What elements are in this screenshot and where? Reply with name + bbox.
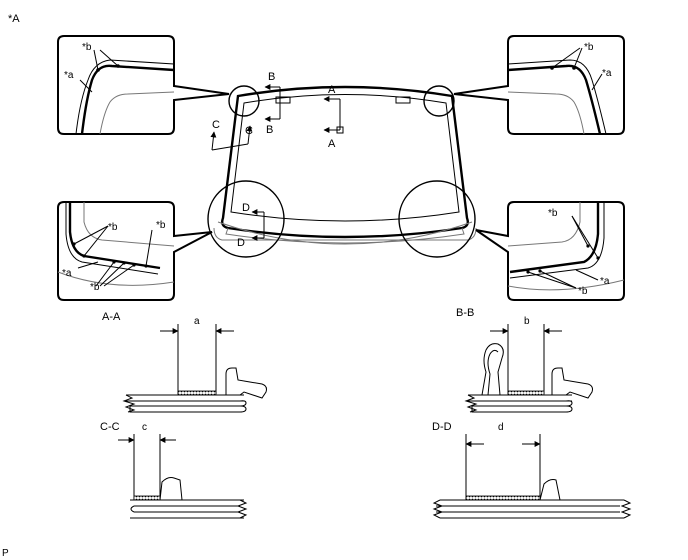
footer-code: P [2, 548, 9, 559]
svg-text:B: B [268, 71, 275, 83]
section-a-a: A-A a [102, 311, 267, 413]
svg-text:*b: *b [548, 208, 558, 219]
section-a-a-title: A-A [102, 311, 121, 323]
section-marker-c: C C [210, 119, 253, 151]
dimension-b: b [524, 316, 530, 327]
svg-text:*a: *a [64, 70, 74, 81]
section-marker-b: B B [264, 71, 281, 136]
windshield [213, 85, 477, 245]
svg-text:D: D [242, 202, 250, 214]
detail-circle-top-left [228, 85, 260, 117]
section-marker-a: A A [323, 84, 344, 150]
svg-text:*a: *a [600, 276, 610, 287]
svg-text:*b: *b [90, 282, 100, 293]
dimension-d: d [498, 422, 504, 433]
svg-text:A: A [328, 138, 336, 150]
svg-text:*a: *a [62, 268, 72, 279]
svg-text:*a: *a [602, 68, 612, 79]
detail-circle-bottom-right [398, 180, 476, 258]
svg-text:*b: *b [578, 286, 588, 297]
section-b-b-title: B-B [456, 307, 474, 319]
svg-text:C: C [212, 119, 220, 131]
svg-text:*b: *b [584, 42, 594, 53]
detail-box-bottom-right: *b *b *a [475, 201, 625, 301]
section-c-c: C-C c [100, 421, 248, 519]
figure-label: *A [8, 13, 20, 25]
dimension-c: c [142, 422, 147, 433]
section-marker-d: D D [237, 202, 265, 249]
svg-text:C: C [245, 125, 253, 137]
section-b-b: B-B b [456, 307, 593, 413]
detail-box-top-left: *b *a [57, 35, 230, 135]
svg-text:A: A [328, 84, 336, 96]
section-d-d: D-D d [432, 421, 632, 519]
dimension-a: a [194, 316, 200, 327]
detail-box-bottom-left: *b *b *b *a [57, 201, 213, 301]
svg-text:*b: *b [82, 42, 92, 53]
svg-text:*b: *b [156, 220, 166, 231]
svg-text:D: D [237, 237, 245, 249]
section-c-c-title: C-C [100, 421, 120, 433]
detail-circle-bottom-left [207, 180, 285, 258]
svg-text:*b: *b [108, 222, 118, 233]
detail-box-top-right: *b *a [453, 35, 625, 135]
detail-circle-top-right [423, 85, 455, 117]
section-d-d-title: D-D [432, 421, 452, 433]
svg-text:B: B [266, 124, 273, 136]
